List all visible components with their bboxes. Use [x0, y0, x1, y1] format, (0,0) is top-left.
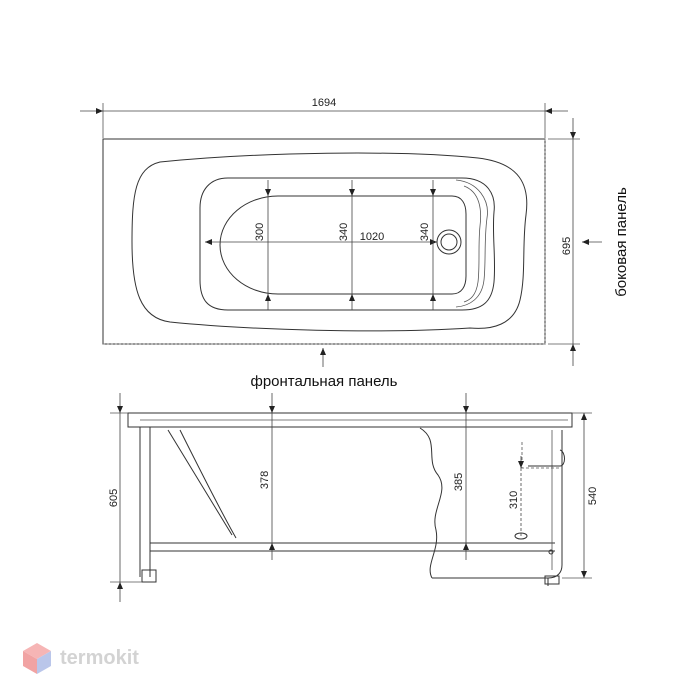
front-panel-label: фронтальная панель: [251, 373, 398, 390]
drain-height-label: 310: [508, 491, 520, 509]
cube-icon: [23, 643, 51, 674]
side-height-label: 540: [587, 487, 599, 505]
overall-width-label: 695: [561, 237, 573, 255]
outer-bowl: [131, 152, 528, 332]
bowl-length-label: 1020: [360, 231, 384, 243]
overall-length-label: 1694: [312, 97, 336, 109]
height-total-label: 605: [108, 489, 120, 507]
width-head-label: 300: [254, 223, 266, 241]
top-view: 1694 1020 300 340 340: [80, 97, 630, 390]
side-view: 605 378 385 310 540: [108, 393, 599, 602]
side-rim: [127, 412, 573, 428]
depth-left-label: 378: [259, 471, 271, 489]
watermark-logo: termokit: [23, 643, 139, 674]
watermark-text: termokit: [60, 647, 139, 669]
depth-right-label: 385: [453, 473, 465, 491]
inner-bowl: [199, 177, 496, 311]
width-drain-label: 340: [419, 223, 431, 241]
side-panel-label: боковая панель: [613, 187, 630, 297]
tub-rim: [102, 138, 546, 345]
width-middle-label: 340: [338, 223, 350, 241]
tub-floor: [219, 195, 467, 295]
